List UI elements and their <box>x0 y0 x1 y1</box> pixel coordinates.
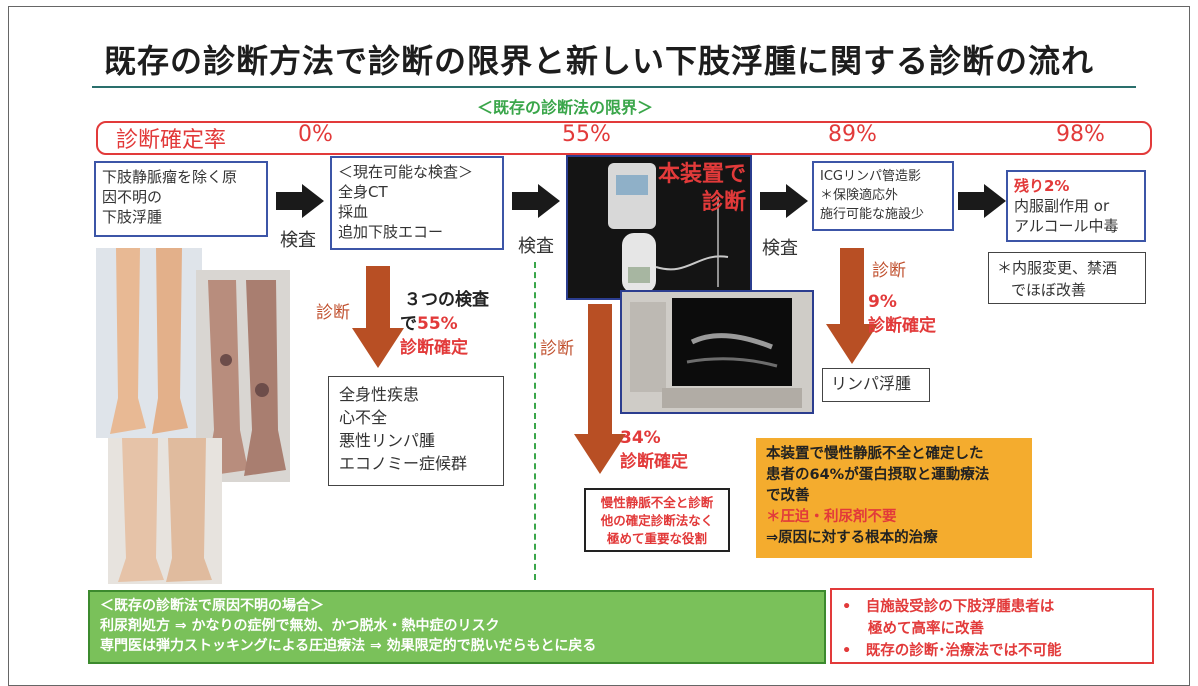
box-line: ＜既存の診断法で原因不明の場合＞ <box>100 598 324 614</box>
legs-image-icon <box>96 248 202 438</box>
diagnosis-label-2: 診断 <box>540 339 574 359</box>
important-role-box: 慢性静脈不全と診断 他の確定診断法なく 極めて重要な役割 <box>584 488 730 552</box>
unknown-cause-box: ＜既存の診断法で原因不明の場合＞ 利尿剤処方 ⇒ かなりの症例で無効、かつ脱水・… <box>88 590 826 664</box>
diagnosis-rate-bar <box>96 121 1152 155</box>
box-line: 内服副作用 or <box>1014 197 1110 215</box>
down-arrow-icon <box>352 266 404 368</box>
disease-item: 悪性リンパ腫 <box>339 431 436 450</box>
improvement-result-box: 本装置で慢性静脈不全と確定した 患者の64%が蛋白摂取と運動療法 で改善 ＊圧迫… <box>756 438 1032 558</box>
legs-image-icon <box>196 270 290 482</box>
right-arrow-icon <box>958 184 1006 218</box>
device-photo: 本装置で 診断 <box>566 155 752 300</box>
box-line: 本装置で慢性静脈不全と確定した <box>766 446 984 462</box>
box-line-red: ＊圧迫・利尿剤不要 <box>766 509 897 525</box>
icg-lymphography-box: ICGリンパ管造影 ＊保険適応外 施行可能な施設少 <box>812 161 954 231</box>
bullet-line: • 自施設受診の下肢浮腫患者は <box>842 599 1055 615</box>
box-line: ＊保険適応外 <box>820 188 899 203</box>
note-box: ＊内服変更、禁酒 でほぼ改善 <box>988 252 1146 304</box>
diagnosis-rate-label: 診断確定率 <box>116 128 227 153</box>
box-line: ICGリンパ管造影 <box>820 169 921 184</box>
result-label: 診断確定 <box>620 452 688 472</box>
device-caption: 本装置で 診断 <box>658 161 746 217</box>
down-arrow-icon <box>826 248 878 364</box>
result-percent: 9% <box>868 292 897 312</box>
result-line: で55% <box>400 312 489 336</box>
box-line: で改善 <box>766 488 810 504</box>
dashed-divider <box>534 262 536 580</box>
ultrasound-device-icon <box>568 157 750 298</box>
leg-photo-2 <box>196 270 290 482</box>
box-line: 利尿剤処方 ⇒ かなりの症例で無効、かつ脱水・熱中症のリスク <box>100 618 500 634</box>
box-line: 患者の64%が蛋白摂取と運動療法 <box>766 467 990 483</box>
box-line: 下肢静脈瘤を除く原 <box>102 168 238 186</box>
available-tests-box: ＜現在可能な検査＞ 全身CT 採血 追加下肢エコー <box>330 156 504 250</box>
unknown-edema-box: 下肢静脈瘤を除く原 因不明の 下肢浮腫 <box>94 161 268 237</box>
box-line: 施行可能な施設少 <box>820 207 925 222</box>
result-label: 診断確定 <box>400 338 468 358</box>
right-arrow-icon <box>760 184 808 218</box>
box-line: ＜現在可能な検査＞ <box>338 163 474 181</box>
lymphedema-box: リンパ浮腫 <box>822 368 930 402</box>
rate-89: 89% <box>828 122 877 147</box>
exam-label-3: 検査 <box>762 238 798 259</box>
section-subtitle: ＜既存の診断法の限界＞ <box>476 98 653 117</box>
box-line: アルコール中毒 <box>1014 217 1119 235</box>
box-line: 下肢浮腫 <box>102 208 163 226</box>
right-arrow-icon <box>276 184 324 218</box>
box-line: 追加下肢エコー <box>338 223 444 241</box>
disease-item: 心不全 <box>339 408 388 427</box>
slide-title: 既存の診断方法で診断の限界と新しい下肢浮腫に関する診断の流れ <box>103 42 1094 80</box>
leg-photo-1 <box>96 248 202 438</box>
three-tests-result: ３つの検査 で55% 診断確定 <box>400 288 489 360</box>
monitor-screen-icon <box>622 292 812 412</box>
device-caption-line: 診断 <box>701 190 746 215</box>
diagnosis-label-3: 診断 <box>872 261 906 281</box>
down-arrow-icon <box>574 304 626 474</box>
leg-photo-3 <box>108 438 222 584</box>
disease-item: 全身性疾患 <box>339 385 420 404</box>
diagnosis-label-1: 診断 <box>316 303 350 323</box>
box-line: 慢性静脈不全と診断 <box>600 495 714 510</box>
monitor-photo <box>620 290 814 414</box>
right-arrow-icon <box>512 184 560 218</box>
bullet-line: • 既存の診断･治療法では不可能 <box>842 643 1062 659</box>
bullet-line: 極めて高率に改善 <box>868 621 984 637</box>
title-divider <box>92 86 1136 88</box>
result-label: 診断確定 <box>868 316 936 336</box>
rate-55: 55% <box>562 122 611 147</box>
device-caption-line: 本装置で <box>657 162 746 187</box>
systemic-diseases-box: 全身性疾患 心不全 悪性リンパ腫 エコノミー症候群 <box>328 376 504 486</box>
result-percent: 34% <box>620 428 661 448</box>
legs-image-icon <box>108 438 222 584</box>
box-line: 因不明の <box>102 188 163 206</box>
box-line: 極めて重要な役割 <box>606 531 707 546</box>
rate-98: 98% <box>1056 122 1105 147</box>
exam-label-2: 検査 <box>518 236 554 257</box>
remaining-percent: 残り2% <box>1014 177 1070 195</box>
conclusion-box: • 自施設受診の下肢浮腫患者は 極めて高率に改善 • 既存の診断･治療法では不可… <box>830 588 1154 664</box>
disease-item: エコノミー症候群 <box>339 454 468 473</box>
rate-0: 0% <box>298 122 333 147</box>
box-line: 専門医は弾力ストッキングによる圧迫療法 ⇒ 効果限定的で脱いだらもとに戻る <box>100 638 597 654</box>
note-line: でほぼ改善 <box>1011 281 1087 299</box>
box-line: 採血 <box>338 203 369 221</box>
box-line: ⇒原因に対する根本的治療 <box>766 530 938 546</box>
result-percent: 55% <box>417 314 458 334</box>
box-line: 他の確定診断法なく <box>600 513 714 528</box>
icg-result: 9% 診断確定 <box>868 290 936 338</box>
note-line: ＊内服変更、禁酒 <box>997 259 1118 277</box>
result-line: ３つの検査 <box>404 290 489 310</box>
exam-label-1: 検査 <box>280 230 316 251</box>
box-line: 全身CT <box>338 183 388 201</box>
device-result: 34% 診断確定 <box>620 426 688 474</box>
remaining-cases-box: 残り2% 内服副作用 or アルコール中毒 <box>1006 170 1146 242</box>
result-prefix: で <box>400 314 417 334</box>
